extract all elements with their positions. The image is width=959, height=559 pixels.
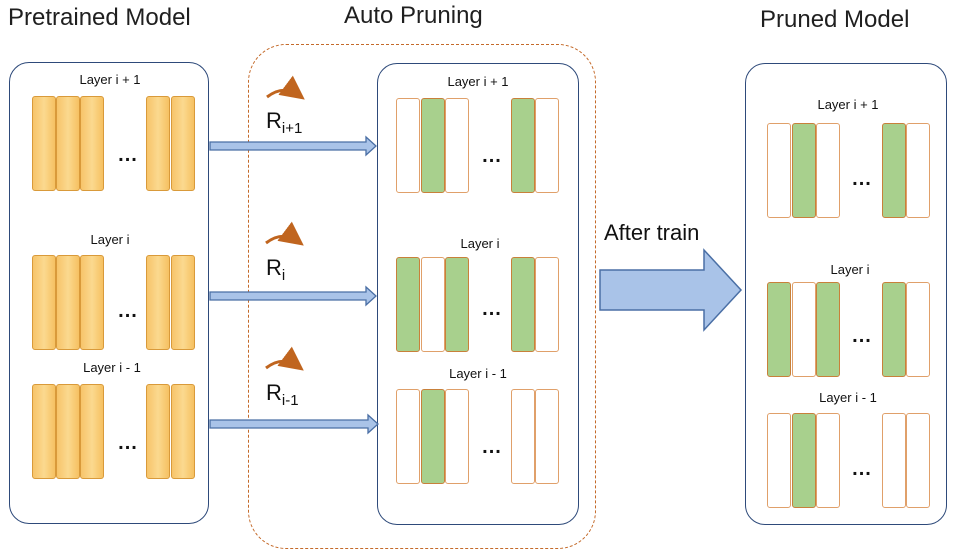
auto-layer-current-label: Layer i xyxy=(460,236,500,251)
ratio-label-next: Ri+1 xyxy=(266,108,303,137)
auto-next-filter-1-pruned xyxy=(396,98,420,193)
curve-arrow-current xyxy=(265,221,304,246)
pruned-next-filter-2-kept xyxy=(792,123,816,218)
ratio-label-prev: Ri-1 xyxy=(266,380,299,409)
pretrained-prev-filter-5 xyxy=(171,384,195,479)
ratio-arrow-prev xyxy=(209,413,379,435)
auto-next-ellipsis: ... xyxy=(482,145,502,167)
pretrained-current-filter-1 xyxy=(32,255,56,350)
pruned-prev-filter-1-pruned xyxy=(767,413,791,508)
after-train-label: After train xyxy=(604,220,700,245)
pretrained-prev-filter-1 xyxy=(32,384,56,479)
ratio-arrow-next xyxy=(209,135,377,157)
auto-prev-filter-2-kept xyxy=(421,389,445,484)
curve-arrow-next xyxy=(266,75,305,100)
pruned-current-filter-1-kept xyxy=(767,282,791,377)
pretrained-prev-ellipsis: ... xyxy=(118,432,138,454)
pruned-current-filter-5-pruned xyxy=(906,282,930,377)
pretrained-current-filter-5 xyxy=(171,255,195,350)
pruned-model-title: Pruned Model xyxy=(760,6,910,33)
pruned-layer-current-label: Layer i xyxy=(830,262,870,277)
auto-prev-ellipsis: ... xyxy=(482,436,502,458)
pretrained-layer-current-label: Layer i xyxy=(90,232,130,247)
pruned-layer-prev-label: Layer i - 1 xyxy=(819,390,877,405)
auto-next-filter-4-kept xyxy=(511,98,535,193)
pretrained-next-filter-2 xyxy=(56,96,80,191)
pruned-prev-ellipsis: ... xyxy=(852,458,872,480)
auto-prev-filter-4-pruned xyxy=(511,389,535,484)
auto-next-filter-3-pruned xyxy=(445,98,469,193)
pruned-prev-filter-5-pruned xyxy=(906,413,930,508)
auto-next-filter-2-kept xyxy=(421,98,445,193)
auto-prev-filter-3-pruned xyxy=(445,389,469,484)
after-train-arrow xyxy=(599,248,743,332)
pretrained-current-ellipsis: ... xyxy=(118,300,138,322)
auto-prev-filter-5-pruned xyxy=(535,389,559,484)
pretrained-prev-filter-2 xyxy=(56,384,80,479)
auto-current-filter-4-kept xyxy=(511,257,535,352)
ratio-label-current: Ri xyxy=(266,255,286,284)
pruned-next-filter-5-pruned xyxy=(906,123,930,218)
auto-current-filter-1-kept xyxy=(396,257,420,352)
auto-layer-prev-label: Layer i - 1 xyxy=(449,366,507,381)
pruned-next-filter-4-kept xyxy=(882,123,906,218)
pruned-current-ellipsis: ... xyxy=(852,325,872,347)
pretrained-current-filter-4 xyxy=(146,255,170,350)
pruned-current-filter-4-kept xyxy=(882,282,906,377)
pretrained-layer-next-label: Layer i + 1 xyxy=(79,72,141,87)
pretrained-prev-filter-4 xyxy=(146,384,170,479)
pruned-next-ellipsis: ... xyxy=(852,168,872,190)
auto-current-filter-2-pruned xyxy=(421,257,445,352)
pretrained-next-filter-3 xyxy=(80,96,104,191)
auto-current-filter-5-pruned xyxy=(535,257,559,352)
pruned-prev-filter-3-pruned xyxy=(816,413,840,508)
pretrained-prev-filter-3 xyxy=(80,384,104,479)
pruned-current-filter-3-kept xyxy=(816,282,840,377)
pruned-prev-filter-4-pruned xyxy=(882,413,906,508)
pretrained-current-filter-3 xyxy=(80,255,104,350)
pruned-prev-filter-2-kept xyxy=(792,413,816,508)
ratio-arrow-current xyxy=(209,285,377,307)
auto-prev-filter-1-pruned xyxy=(396,389,420,484)
pretrained-next-ellipsis: ... xyxy=(118,144,138,166)
pruned-current-filter-2-pruned xyxy=(792,282,816,377)
curve-arrow-prev xyxy=(265,346,304,371)
pretrained-next-filter-5 xyxy=(171,96,195,191)
pruned-next-filter-1-pruned xyxy=(767,123,791,218)
auto-next-filter-5-pruned xyxy=(535,98,559,193)
auto-current-filter-3-kept xyxy=(445,257,469,352)
pretrained-next-filter-1 xyxy=(32,96,56,191)
pretrained-current-filter-2 xyxy=(56,255,80,350)
pretrained-next-filter-4 xyxy=(146,96,170,191)
pruned-next-filter-3-pruned xyxy=(816,123,840,218)
auto-layer-next-label: Layer i + 1 xyxy=(447,74,509,89)
pretrained-layer-prev-label: Layer i - 1 xyxy=(83,360,141,375)
auto-current-ellipsis: ... xyxy=(482,298,502,320)
auto-pruning-title: Auto Pruning xyxy=(344,2,483,29)
pretrained-model-title: Pretrained Model xyxy=(8,4,191,31)
pruned-layer-next-label: Layer i + 1 xyxy=(817,97,879,112)
